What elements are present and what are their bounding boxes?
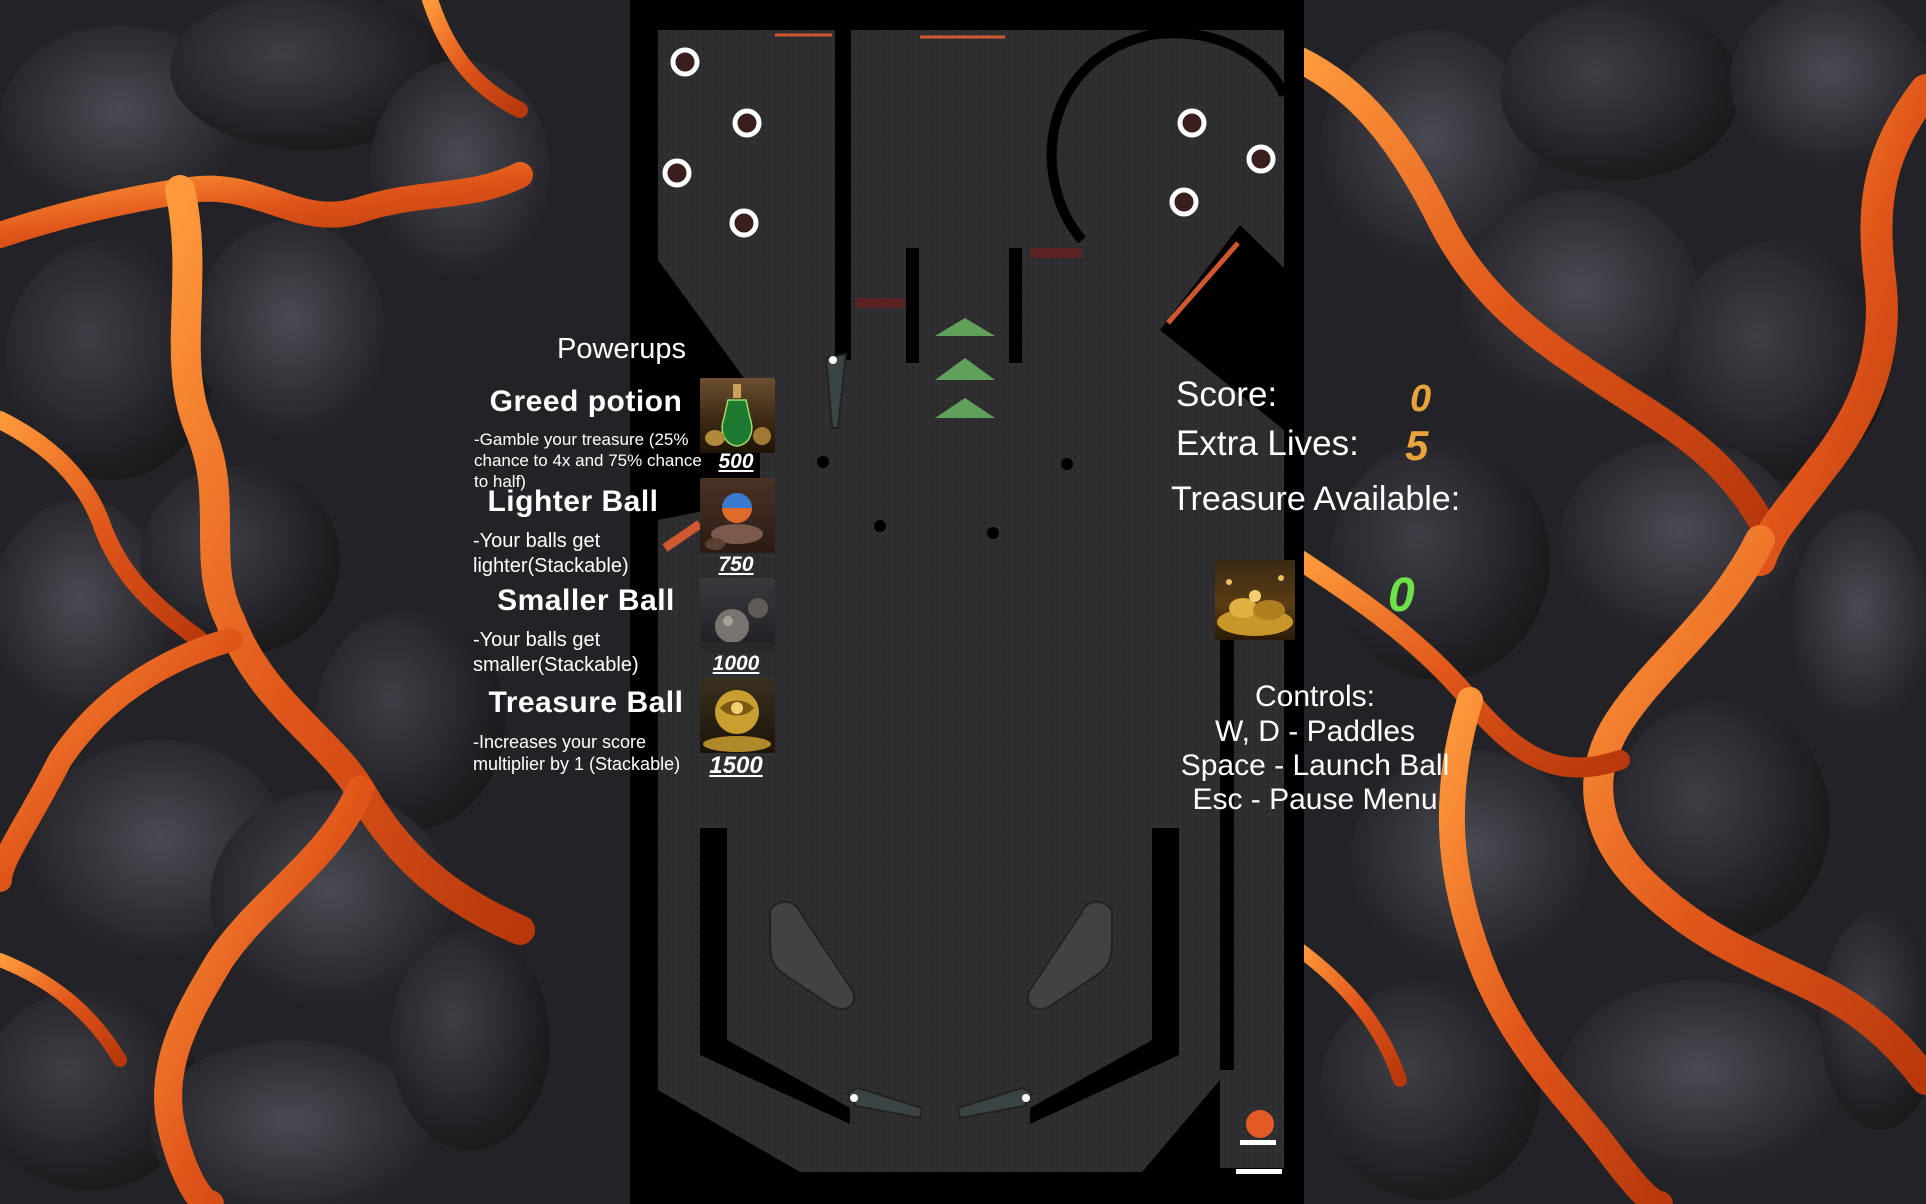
glowing-orb-icon[interactable] [700,478,775,553]
golden-ball-icon[interactable] [700,678,775,753]
pinball-ball [1246,1110,1274,1138]
powerup-price-smaller-ball[interactable]: 1000 [712,652,760,675]
lava-rivers-right [1287,47,1926,1204]
rock-boulders-left [0,0,550,1204]
extra-lives-value: 5 [1405,422,1429,469]
powerup-desc-treasure-ball: -Increases your score multiplier by 1 (S… [473,732,681,774]
controls-heading: Controls: [1254,680,1376,713]
powerup-price-greed-potion[interactable]: 500 [718,450,754,473]
powerup-desc-greed-potion: -Gamble your treasure (25% chance to 4x … [474,430,702,491]
score-label: Score: [1176,375,1278,414]
lava-rivers-left [0,0,535,1204]
treasure-available-label: Treasure Available: [1171,480,1461,518]
powerup-title-smaller-ball: Smaller Ball [497,584,675,617]
controls-line-pause: Esc - Pause Menu [1192,783,1438,816]
powerups-heading: Powerups [557,333,686,365]
powerup-title-lighter-ball: Lighter Ball [487,485,659,518]
powerup-desc-lighter-ball: -Your balls get lighter(Stackable) [473,530,629,577]
controls-line-paddles: W, D - Paddles [1214,715,1416,748]
score-value: 0 [1410,378,1432,420]
controls-line-launch: Space - Launch Ball [1180,749,1450,782]
powerup-title-greed-potion: Greed potion [489,385,683,418]
treasure-value: 0 [1388,569,1415,622]
powerup-desc-smaller-ball: -Your balls get smaller(Stackable) [473,629,639,676]
stone-balls-icon[interactable] [700,578,775,653]
extra-lives-label: Extra Lives: [1176,424,1359,463]
treasure-pile-icon [1215,560,1295,640]
powerup-price-treasure-ball[interactable]: 1500 [709,752,763,779]
green-potion-icon[interactable] [700,378,775,453]
powerup-title-treasure-ball: Treasure Ball [488,686,684,719]
powerup-price-lighter-ball[interactable]: 750 [718,553,754,576]
